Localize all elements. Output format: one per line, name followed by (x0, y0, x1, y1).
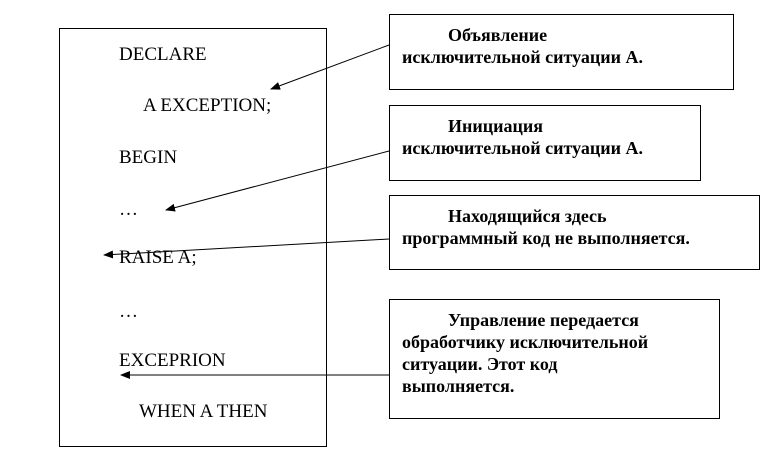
code-line-declare: DECLARE (119, 44, 207, 65)
note-initiation-line-1: Инициация (448, 116, 543, 136)
note-declaration: Объявление исключительной ситуации А. (389, 14, 734, 90)
note-handler-line-3: ситуации. Этот код (402, 353, 558, 374)
note-initiation-line-2: исключительной ситуации А. (402, 137, 643, 158)
note-initiation: Инициация исключительной ситуации А. (389, 105, 701, 181)
code-line-ellipsis-1: … (119, 199, 138, 220)
note-not-executed: Находящийся здесь программный код не вып… (389, 195, 760, 270)
code-line-ellipsis-2: … (119, 301, 138, 322)
arrow-to-exception-decl (270, 44, 390, 90)
note-declaration-line-1: Объявление (448, 25, 548, 45)
code-line-exception-section: EXCEPRION (119, 350, 226, 371)
note-handler-line-4: выполняется. (402, 375, 515, 396)
note-handler-line-2: обработчику исключительной (402, 331, 649, 352)
note-handler: Управление передается обработчику исключ… (389, 299, 720, 419)
arrow-to-ellipsis (165, 150, 390, 212)
note-handler-line-1: Управление передается (448, 310, 639, 330)
code-line-exception-decl: A EXCEPTION; (143, 95, 272, 116)
code-listing-box (59, 28, 327, 447)
note-not-executed-line-1: Находящийся здесь (448, 206, 607, 226)
note-declaration-line-2: исключительной ситуации А. (402, 46, 643, 67)
code-line-begin: BEGIN (119, 147, 178, 168)
code-line-when-then: WHEN A THEN (139, 401, 268, 422)
arrow-to-raise (103, 238, 390, 259)
note-not-executed-line-2: программный код не выполняется. (402, 227, 690, 248)
